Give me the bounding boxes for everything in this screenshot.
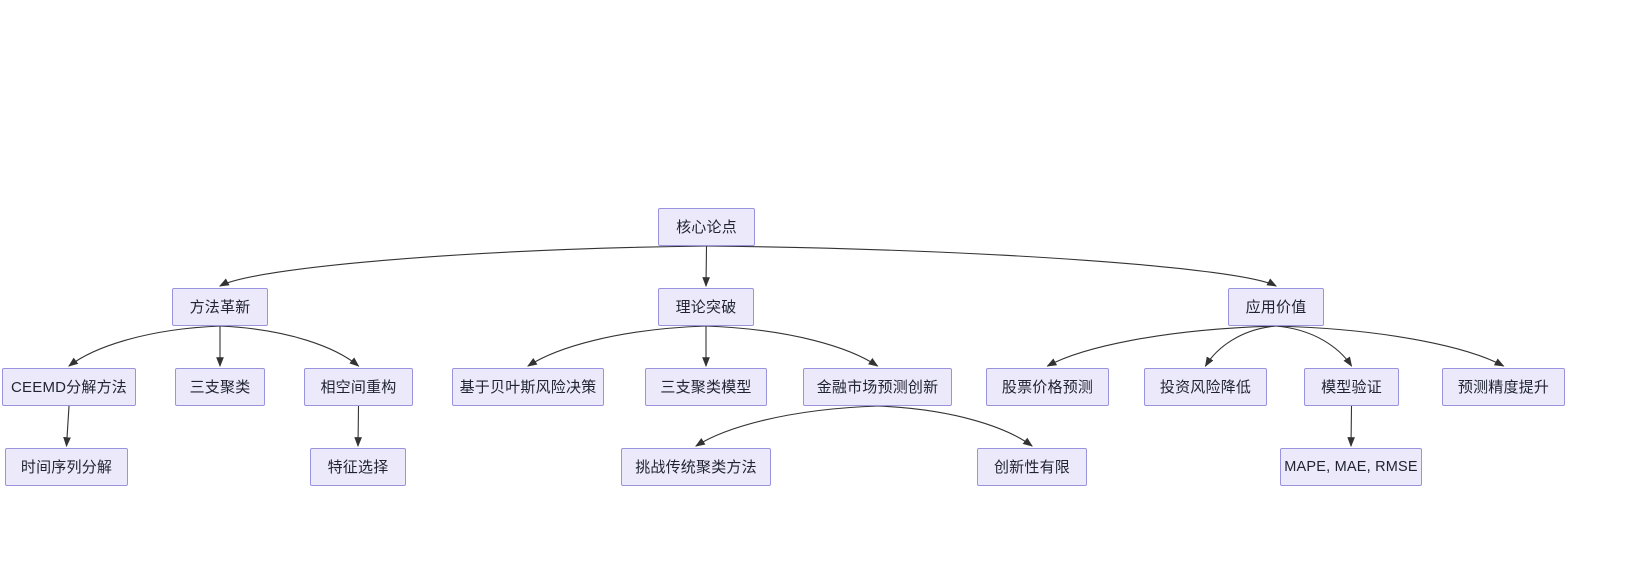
flow-node-label: 理论突破 [675,298,737,316]
flow-node-c1[interactable]: CEEMD分解方法 [2,368,136,406]
flow-node-label: 核心论点 [676,218,737,236]
flow-node-c4[interactable]: 基于贝叶斯风险决策 [452,368,604,406]
flow-node-label: 投资风险降低 [1159,378,1252,396]
edge-paths [63,245,1505,448]
flow-edge-m3-to-c7 [1046,325,1277,367]
flow-node-label: CEEMD分解方法 [11,378,127,396]
flow-node-d5[interactable]: MAPE, MAE, RMSE [1280,448,1422,486]
flow-node-m3[interactable]: 应用价值 [1228,288,1324,326]
flow-edge-root-to-m2 [702,245,710,288]
flow-node-label: 时间序列分解 [20,458,113,476]
flow-edge-root-to-m3 [706,245,1277,287]
flow-node-label: 金融市场预测创新 [816,378,939,396]
flow-edge-m1-to-c3 [219,325,360,367]
flow-node-c3[interactable]: 相空间重构 [304,368,413,406]
flow-node-c7[interactable]: 股票价格预测 [986,368,1109,406]
flow-edge-c3-to-d2 [354,405,362,448]
flow-node-label: 特征选择 [327,458,389,476]
flow-node-c9[interactable]: 模型验证 [1304,368,1399,406]
flow-node-c2[interactable]: 三支聚类 [175,368,265,406]
flow-node-d4[interactable]: 创新性有限 [977,448,1087,486]
flow-node-label: 方法革新 [189,298,251,316]
flow-node-c5[interactable]: 三支聚类模型 [645,368,767,406]
flow-edge-m1-to-c1 [68,325,221,367]
flow-edge-root-to-m1 [219,245,707,287]
flow-node-label: 预测精度提升 [1457,378,1550,396]
flow-node-label: 三支聚类模型 [660,378,752,396]
flow-node-label: 股票价格预测 [1001,378,1094,396]
flow-node-c6[interactable]: 金融市场预测创新 [803,368,952,406]
flow-edge-m3-to-c8 [1204,325,1277,367]
flow-edge-m3-to-c10 [1275,325,1505,367]
flow-node-label: 创新性有限 [993,458,1070,476]
flow-node-d3[interactable]: 挑战传统聚类方法 [621,448,771,486]
flow-node-label: MAPE, MAE, RMSE [1284,458,1418,475]
flow-node-label: 模型验证 [1321,378,1382,396]
flow-edge-c6-to-d3 [695,405,878,447]
flow-node-m1[interactable]: 方法革新 [172,288,268,326]
flow-node-label: 相空间重构 [320,378,397,396]
flow-edge-c1-to-d1 [63,405,71,448]
flow-node-m2[interactable]: 理论突破 [658,288,754,326]
flow-edge-c9-to-d5 [1347,405,1355,448]
flow-node-d2[interactable]: 特征选择 [310,448,406,486]
flow-edge-m2-to-c4 [527,325,707,367]
flow-edge-c6-to-d4 [877,405,1033,447]
flow-node-root[interactable]: 核心论点 [658,208,755,246]
flow-edge-m3-to-c9 [1275,325,1353,367]
flow-edge-m2-to-c6 [705,325,879,367]
flow-node-label: 挑战传统聚类方法 [635,458,757,476]
flow-node-c10[interactable]: 预测精度提升 [1442,368,1565,406]
flow-node-c8[interactable]: 投资风险降低 [1144,368,1267,406]
flow-node-d1[interactable]: 时间序列分解 [5,448,128,486]
flow-node-label: 应用价值 [1245,298,1307,316]
flow-node-label: 基于贝叶斯风险决策 [459,378,597,396]
flow-node-label: 三支聚类 [189,378,251,396]
